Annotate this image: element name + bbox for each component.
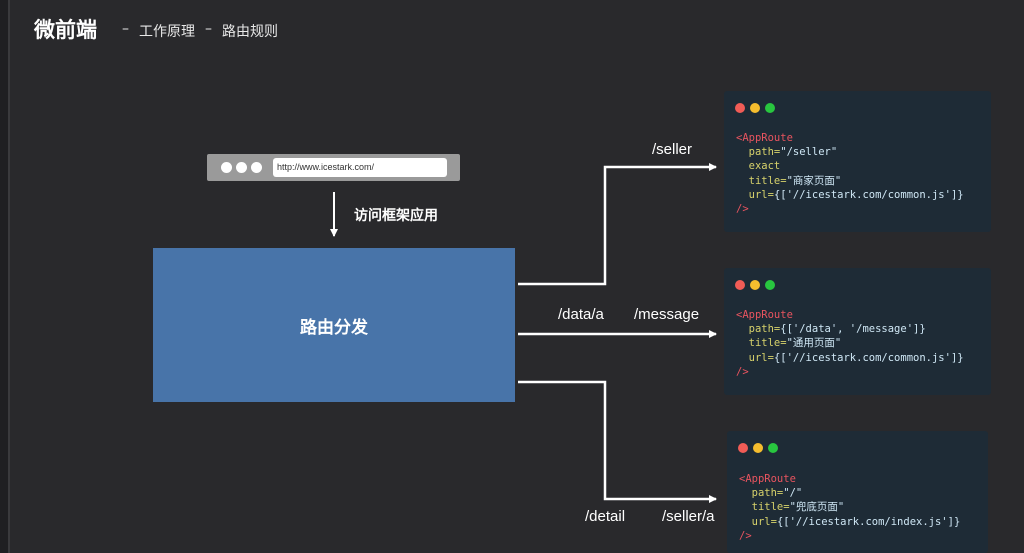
route-label-detail: /detail [585, 508, 626, 525]
seller-route-arrow [518, 163, 717, 286]
route-label-message: /message [634, 306, 700, 323]
maximize-dot-icon [765, 280, 775, 290]
breadcrumb-item-routing-rules: 路由规则 [222, 24, 278, 40]
close-dot-icon [738, 443, 748, 453]
code-block: <AppRoute path={['/data', '/message']} t… [736, 309, 964, 378]
breadcrumb: – 工作原理 – 路由规则 [122, 21, 278, 41]
route-label-data: /data/a [558, 306, 604, 323]
route-label-seller: /seller [652, 141, 693, 158]
code-block: <AppRoute path="/seller" exact title="商家… [736, 132, 964, 216]
page-title: 微前端 [34, 18, 97, 42]
minimize-dot-icon [750, 280, 760, 290]
browser-url-field: http://www.icestark.com/ [273, 158, 447, 177]
breadcrumb-item-principle: 工作原理 [139, 24, 195, 40]
breadcrumb-separator: – [205, 21, 212, 37]
route-label-seller-a: /seller/a [662, 508, 715, 525]
access-label: 访问框架应用 [354, 208, 438, 224]
browser-window: http://www.icestark.com/ [207, 154, 460, 181]
router-box: 路由分发 [153, 248, 515, 402]
minimize-dot-icon [750, 103, 760, 113]
code-block: <AppRoute path="/" title="兜底页面" url={['/… [739, 473, 961, 542]
code-panel-common: <AppRoute path={['/data', '/message']} t… [724, 268, 991, 395]
maximize-dot-icon [765, 103, 775, 113]
code-panel-fallback: <AppRoute path="/" title="兜底页面" url={['/… [727, 431, 988, 553]
code-panel-seller: <AppRoute path="/seller" exact title="商家… [724, 91, 991, 232]
minimize-dot-icon [753, 443, 763, 453]
close-dot-icon [735, 103, 745, 113]
browser-dot-icon [251, 162, 262, 173]
browser-dot-icon [236, 162, 247, 173]
browser-dot-icon [221, 162, 232, 173]
router-label: 路由分发 [300, 317, 368, 338]
maximize-dot-icon [768, 443, 778, 453]
close-dot-icon [735, 280, 745, 290]
fallback-route-arrow [518, 380, 717, 503]
left-edge-divider [0, 0, 10, 553]
breadcrumb-separator: – [122, 21, 129, 37]
